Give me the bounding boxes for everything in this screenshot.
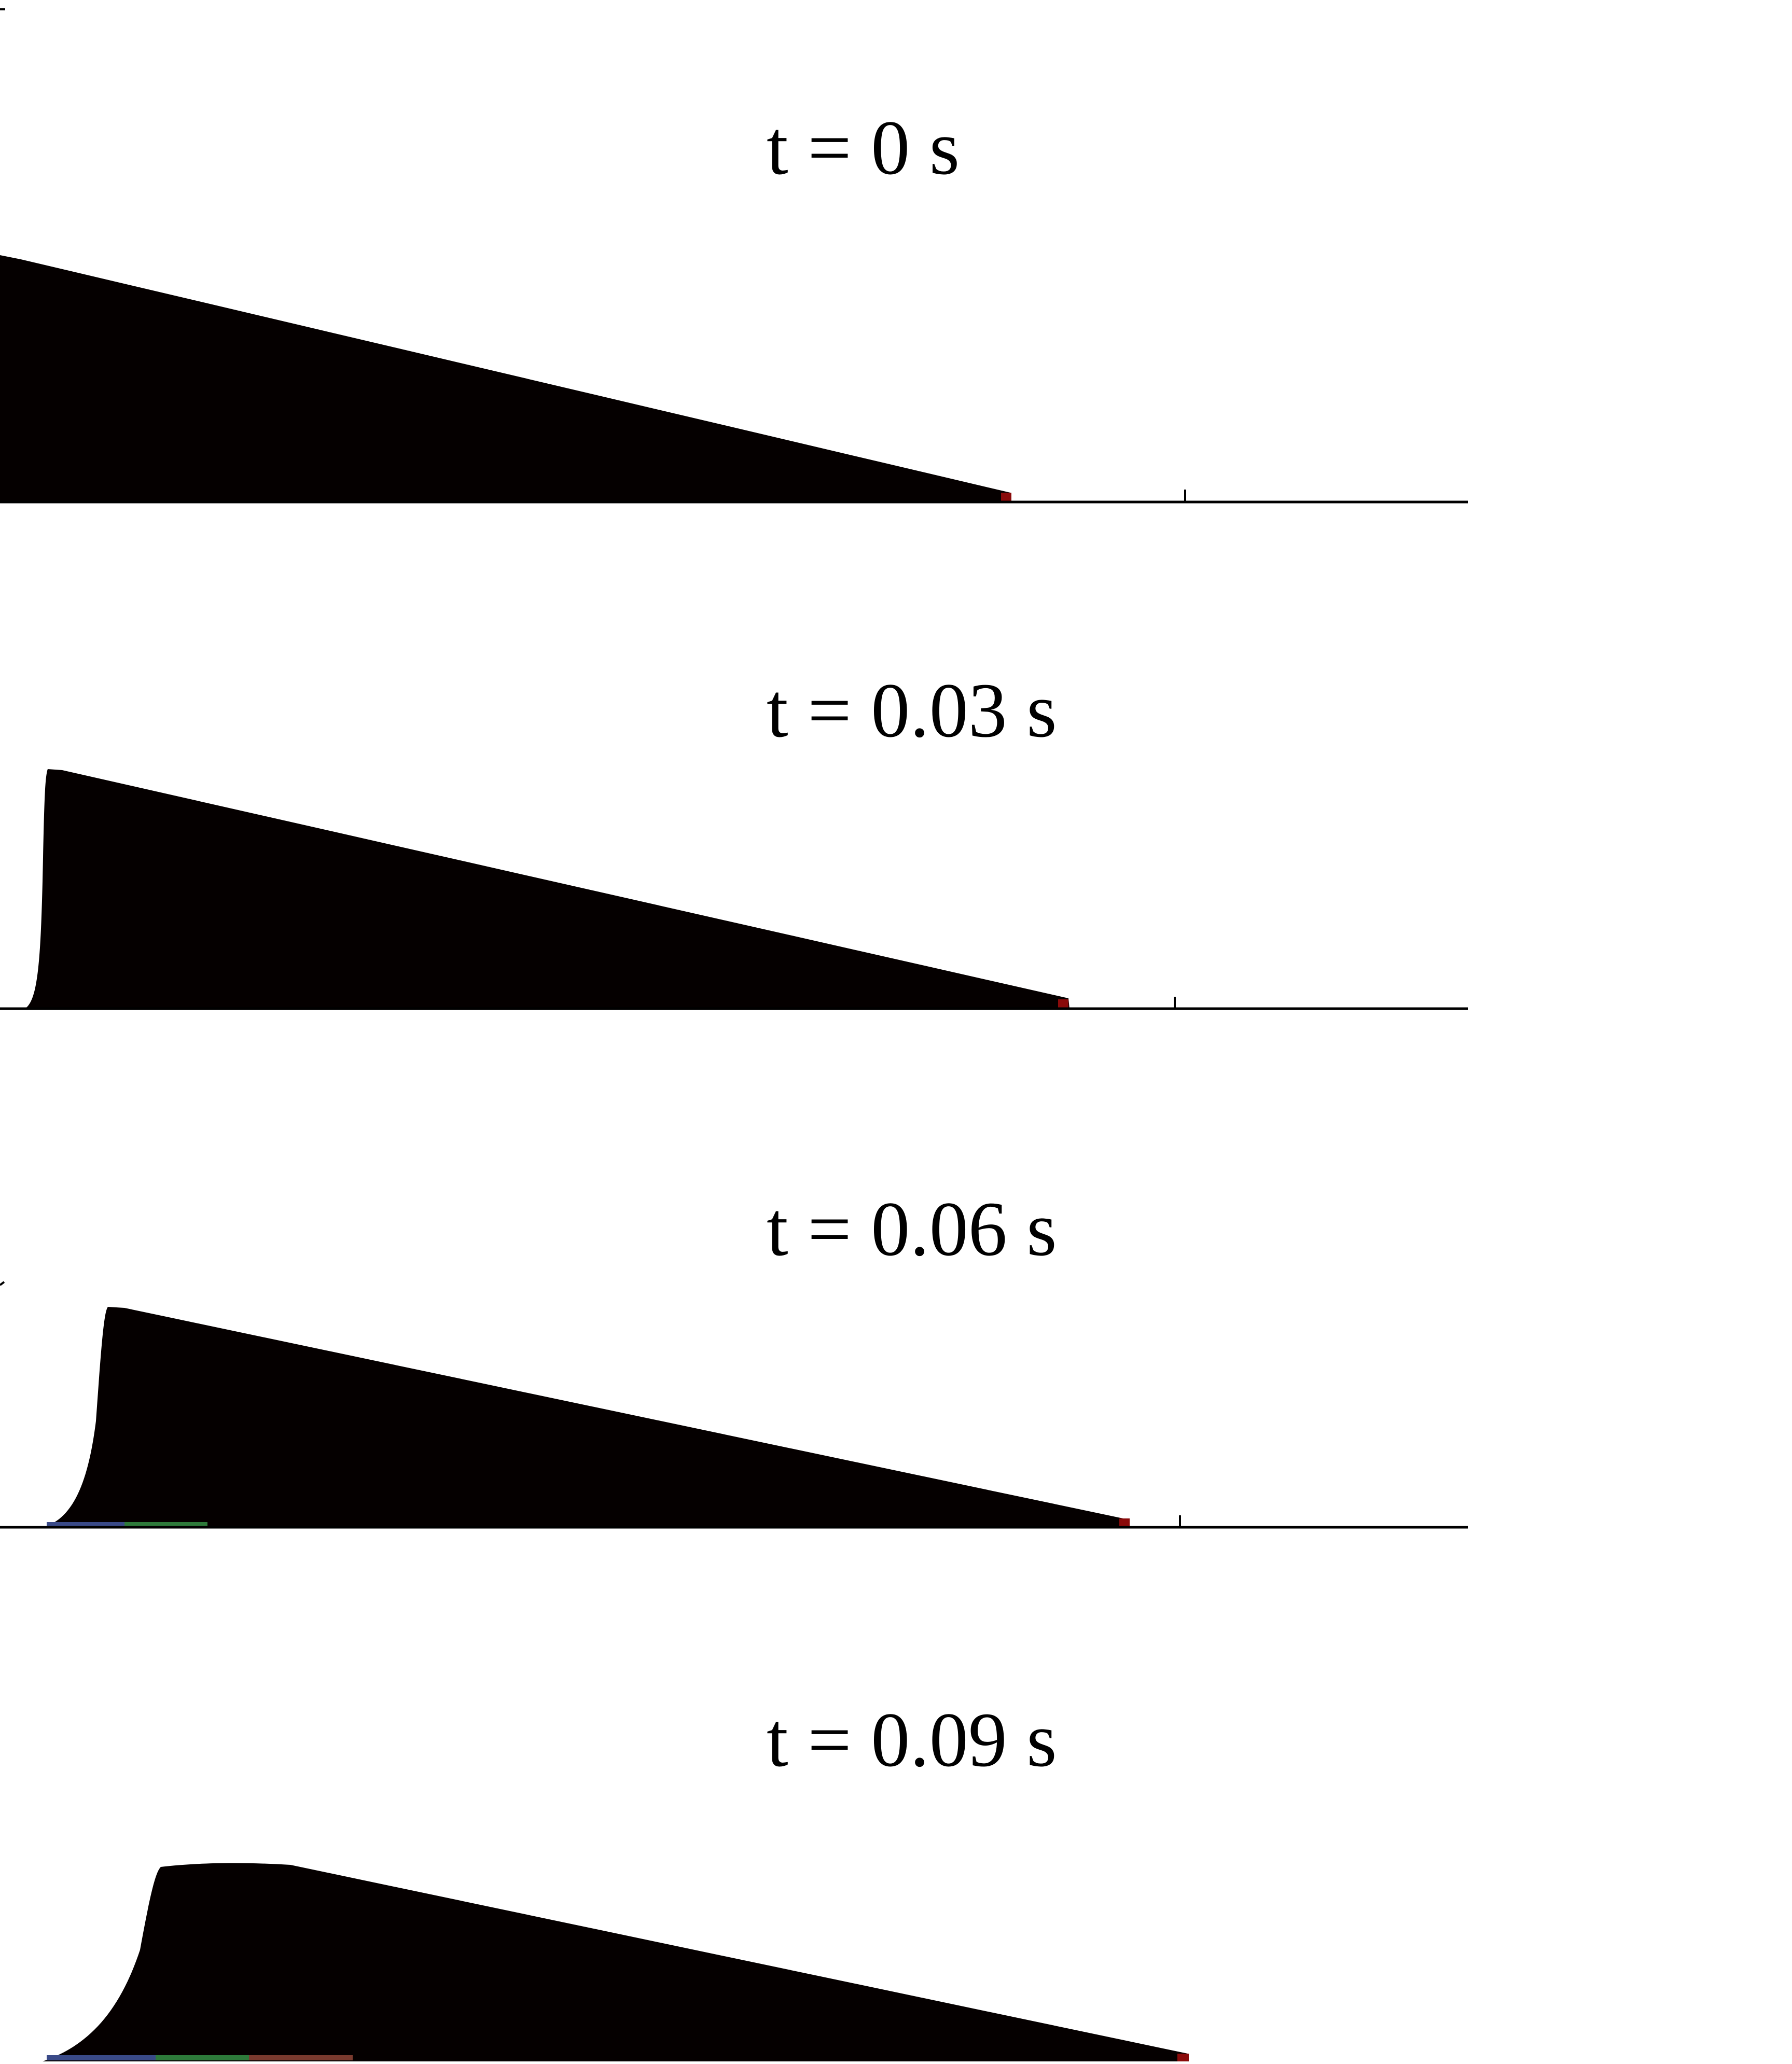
frame-t0: t = 0 s (0, 8, 1468, 504)
frame-label-t006: t = 0.06 s (767, 1186, 1057, 1272)
frame-t006: t = 0.06 s (0, 1186, 1468, 1529)
front-edge-t009 (1177, 2054, 1189, 2061)
front-edge-t006 (1119, 1518, 1130, 1527)
profile-t009 (43, 1863, 1189, 2061)
frame-label-t009: t = 0.09 s (767, 1697, 1057, 1783)
front-edge-t003 (1058, 999, 1068, 1009)
corner-tick-t006 (0, 1281, 5, 1286)
profile-t003 (25, 769, 1069, 1009)
frame-t009: t = 0.09 s (43, 1697, 1189, 2061)
frame-label-t003: t = 0.03 s (767, 667, 1057, 754)
front-edge-t0 (1001, 493, 1011, 502)
profile-t006 (43, 1307, 1130, 1527)
frame-label-t0: t = 0 s (767, 105, 960, 191)
profile-t0 (0, 255, 1011, 502)
frame-t003: t = 0.03 s (0, 667, 1468, 1010)
